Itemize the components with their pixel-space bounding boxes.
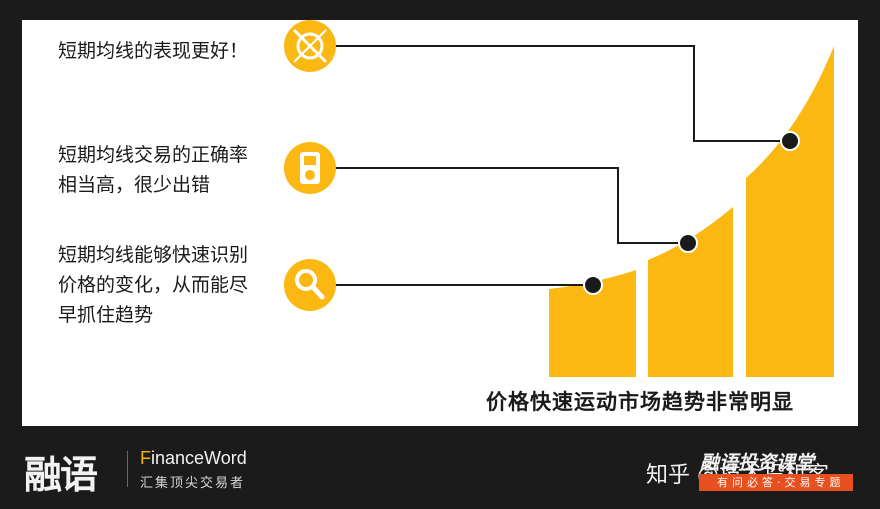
brand-name-accent: F [140, 448, 151, 468]
compass-icon [284, 20, 336, 72]
bar-2 [648, 207, 733, 377]
brand-logo: 融语 [24, 453, 98, 497]
ipod-icon [284, 142, 336, 194]
point-dot-1 [780, 131, 800, 151]
connector-line-1 [335, 45, 790, 142]
point-dot-2 [678, 233, 698, 253]
footer-divider [127, 451, 128, 487]
watermark-title: 融语投资课堂 [700, 452, 815, 474]
connector-line-2 [335, 167, 688, 244]
brand-name-rest: inanceWord [151, 448, 247, 468]
magnifier-icon [284, 259, 336, 311]
point-text-1: 短期均线的表现更好！ [58, 40, 249, 62]
watermark-bar: 有问必答·交易专题 [699, 474, 853, 491]
point-text-2: 短期均线交易的正确率 相当高，很少出错 [58, 144, 249, 196]
bar-3 [746, 46, 834, 377]
watermark-subtitle: 有问必答·交易专题 [717, 476, 845, 489]
diagram-caption: 价格快速运动市场趋势非常明显 [486, 390, 794, 414]
bar-1 [549, 270, 636, 377]
point-text-3: 短期均线能够快速识别 价格的变化，从而能尽 早抓住趋势 [58, 244, 249, 326]
point-dot-3 [583, 275, 603, 295]
brand-slogan: 汇集顶尖交易者 [140, 476, 246, 491]
brand-name-en: FinanceWord [140, 448, 247, 469]
